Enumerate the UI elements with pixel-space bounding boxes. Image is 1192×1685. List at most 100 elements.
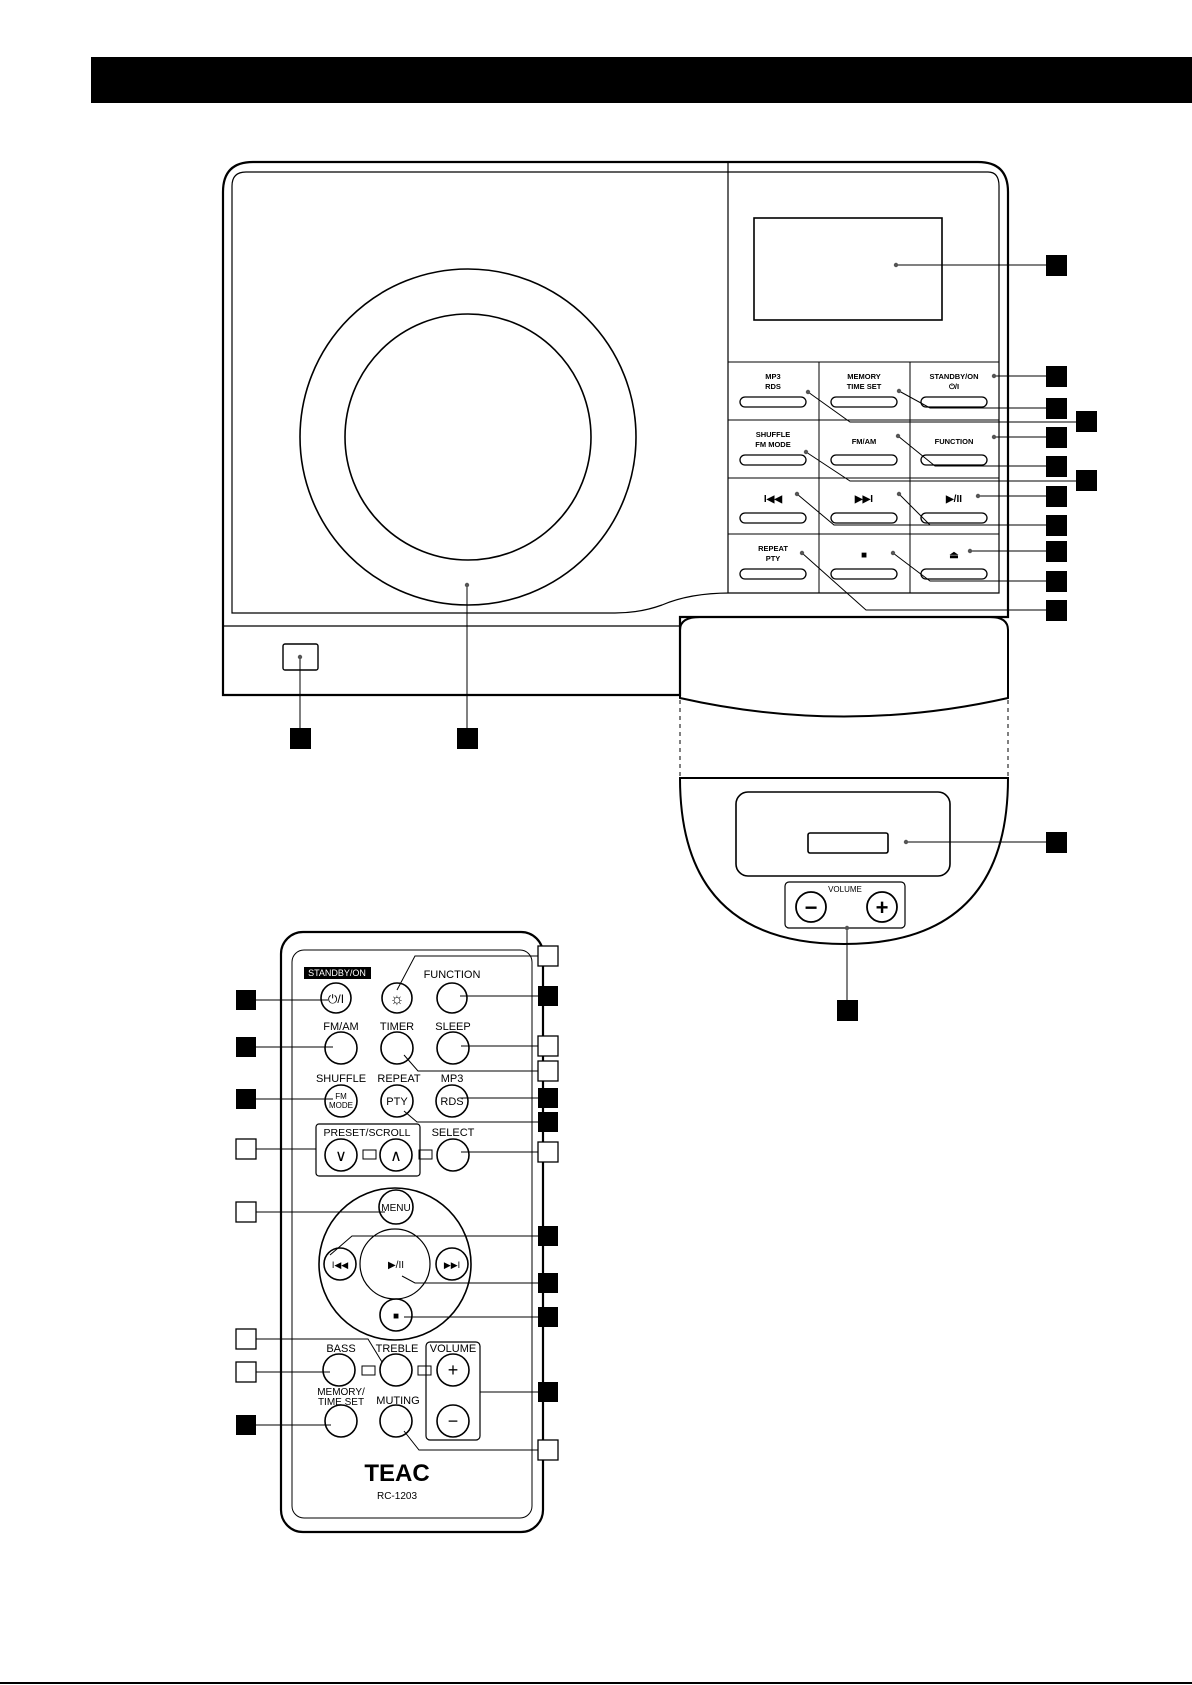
preset-indicator-left: [363, 1150, 376, 1159]
skip-back-button-cap[interactable]: [740, 513, 806, 523]
function-button[interactable]: FUNCTION: [921, 437, 987, 465]
play-pause-label-line1: ▶/II: [945, 494, 962, 505]
preset-indicator-right: [419, 1150, 432, 1159]
volume-minus-symbol: −: [805, 895, 818, 920]
dock-connector: [808, 833, 888, 853]
down-symbol: ∨: [335, 1148, 347, 1165]
repeat-pty-label-line2: PTY: [766, 554, 781, 563]
treble-button[interactable]: [380, 1354, 412, 1386]
memory-time-set-label-line2: TIME SET: [847, 382, 882, 391]
play-pause-symbol: ▶/II: [388, 1260, 404, 1271]
mp3-rds-label-line2: RDS: [765, 382, 781, 391]
dimmer-symbol: ☼: [390, 991, 405, 1008]
dock-well: [736, 792, 950, 876]
fm-am-button[interactable]: FM/AM: [831, 437, 897, 465]
tone-indicator-left: [362, 1366, 375, 1375]
eject-button-cap[interactable]: [921, 569, 987, 579]
preset-scroll-label: PRESET/SCROLL: [324, 1127, 411, 1139]
fm-am-button-cap[interactable]: [831, 455, 897, 465]
cd-lid: [345, 314, 591, 560]
skip-forward-symbol: ▶▶I: [444, 1260, 460, 1270]
standby-on-button-cap[interactable]: [921, 397, 987, 407]
stop-button-cap[interactable]: [831, 569, 897, 579]
pty-label: PTY: [386, 1096, 408, 1108]
treble-label: TREBLE: [376, 1343, 419, 1355]
fm-am-label: FM/AM: [323, 1021, 358, 1033]
memory-time-set-button[interactable]: [325, 1405, 357, 1437]
repeat-pty-label-line1: REPEAT: [758, 544, 788, 553]
memory-label-line2: TIME SET: [318, 1397, 364, 1408]
standby-label: STANDBY/ON: [308, 968, 366, 978]
shuffle-fm-mode-button-cap[interactable]: [740, 455, 806, 465]
fm-am-button[interactable]: [325, 1032, 357, 1064]
fm-mode-label-line2: MODE: [329, 1101, 353, 1110]
stop-label-line1: ■: [861, 550, 867, 561]
tone-indicator-right: [418, 1366, 431, 1375]
skip-back-button[interactable]: I◀◀: [740, 494, 806, 523]
muting-button[interactable]: [380, 1405, 412, 1437]
function-label: FUNCTION: [424, 969, 481, 981]
volume-label: VOLUME: [828, 885, 862, 894]
cd-lid-outer-ring: [300, 269, 636, 605]
volume-plus-symbol: +: [876, 895, 889, 920]
eject-label-line1: ⏏: [949, 550, 959, 561]
skip-back-symbol: I◀◀: [332, 1260, 348, 1270]
fm-mode-label-line1: FM: [335, 1092, 347, 1101]
muting-label: MUTING: [376, 1395, 419, 1407]
play-pause-button[interactable]: ▶/II: [921, 494, 987, 523]
stop-symbol: ■: [393, 1311, 399, 1322]
standby-on-label-line1: STANDBY/ON: [929, 372, 978, 381]
sleep-label: SLEEP: [435, 1021, 470, 1033]
menu-label: MENU: [381, 1203, 410, 1214]
standby-symbol: ⏻/I: [328, 992, 344, 1006]
mp3-rds-button-cap[interactable]: [740, 397, 806, 407]
brand-logo: TEAC: [364, 1460, 429, 1487]
up-symbol: ∧: [390, 1148, 402, 1165]
mp3-label: MP3: [441, 1073, 464, 1085]
repeat-label: REPEAT: [377, 1073, 420, 1085]
model-label: RC-1203: [377, 1491, 417, 1502]
bass-button[interactable]: [323, 1354, 355, 1386]
shuffle-fm-mode-label-line1: SHUFFLE: [756, 430, 791, 439]
eject-button[interactable]: ⏏: [921, 550, 987, 579]
display-window: [754, 218, 942, 320]
function-button-cap[interactable]: [921, 455, 987, 465]
sleep-button[interactable]: [437, 1032, 469, 1064]
memory-time-set-button-cap[interactable]: [831, 397, 897, 407]
unit-leader-dots: [298, 263, 996, 930]
skip-back-label-line1: I◀◀: [764, 494, 782, 505]
unit-callout-boxes: [290, 255, 1097, 1021]
volume-label-remote: VOLUME: [430, 1343, 476, 1355]
shuffle-label: SHUFFLE: [316, 1073, 366, 1085]
ipod-dock-base: [680, 778, 1008, 944]
fm-am-label-line1: FM/AM: [852, 437, 877, 446]
function-label-line1: FUNCTION: [935, 437, 974, 446]
standby-on-label-line2: ⏻/I: [949, 382, 959, 391]
skip-forward-button-cap[interactable]: [831, 513, 897, 523]
mp3-rds-label-line1: MP3: [765, 372, 780, 381]
shuffle-fm-mode-label-line2: FM MODE: [755, 440, 790, 449]
standby-on-button[interactable]: STANDBY/ON⏻/I: [921, 372, 987, 407]
function-button[interactable]: [437, 983, 467, 1013]
timer-label: TIMER: [380, 1021, 414, 1033]
page-bottom-rule: [0, 1682, 1192, 1684]
unit-volume-labels: VOLUME − +: [805, 885, 889, 920]
select-button[interactable]: [437, 1139, 469, 1171]
repeat-pty-button-cap[interactable]: [740, 569, 806, 579]
select-label: SELECT: [432, 1127, 475, 1139]
skip-forward-label-line1: ▶▶I: [854, 494, 873, 505]
play-pause-button-cap[interactable]: [921, 513, 987, 523]
ipod-dock-cover: [680, 617, 1008, 717]
main-unit-top-view: [223, 162, 1008, 944]
volume-plus-symbol-remote: +: [448, 1360, 459, 1380]
stop-button[interactable]: ■: [831, 550, 897, 579]
skip-forward-button[interactable]: ▶▶I: [831, 494, 897, 523]
memory-time-set-label-line1: MEMORY: [847, 372, 880, 381]
